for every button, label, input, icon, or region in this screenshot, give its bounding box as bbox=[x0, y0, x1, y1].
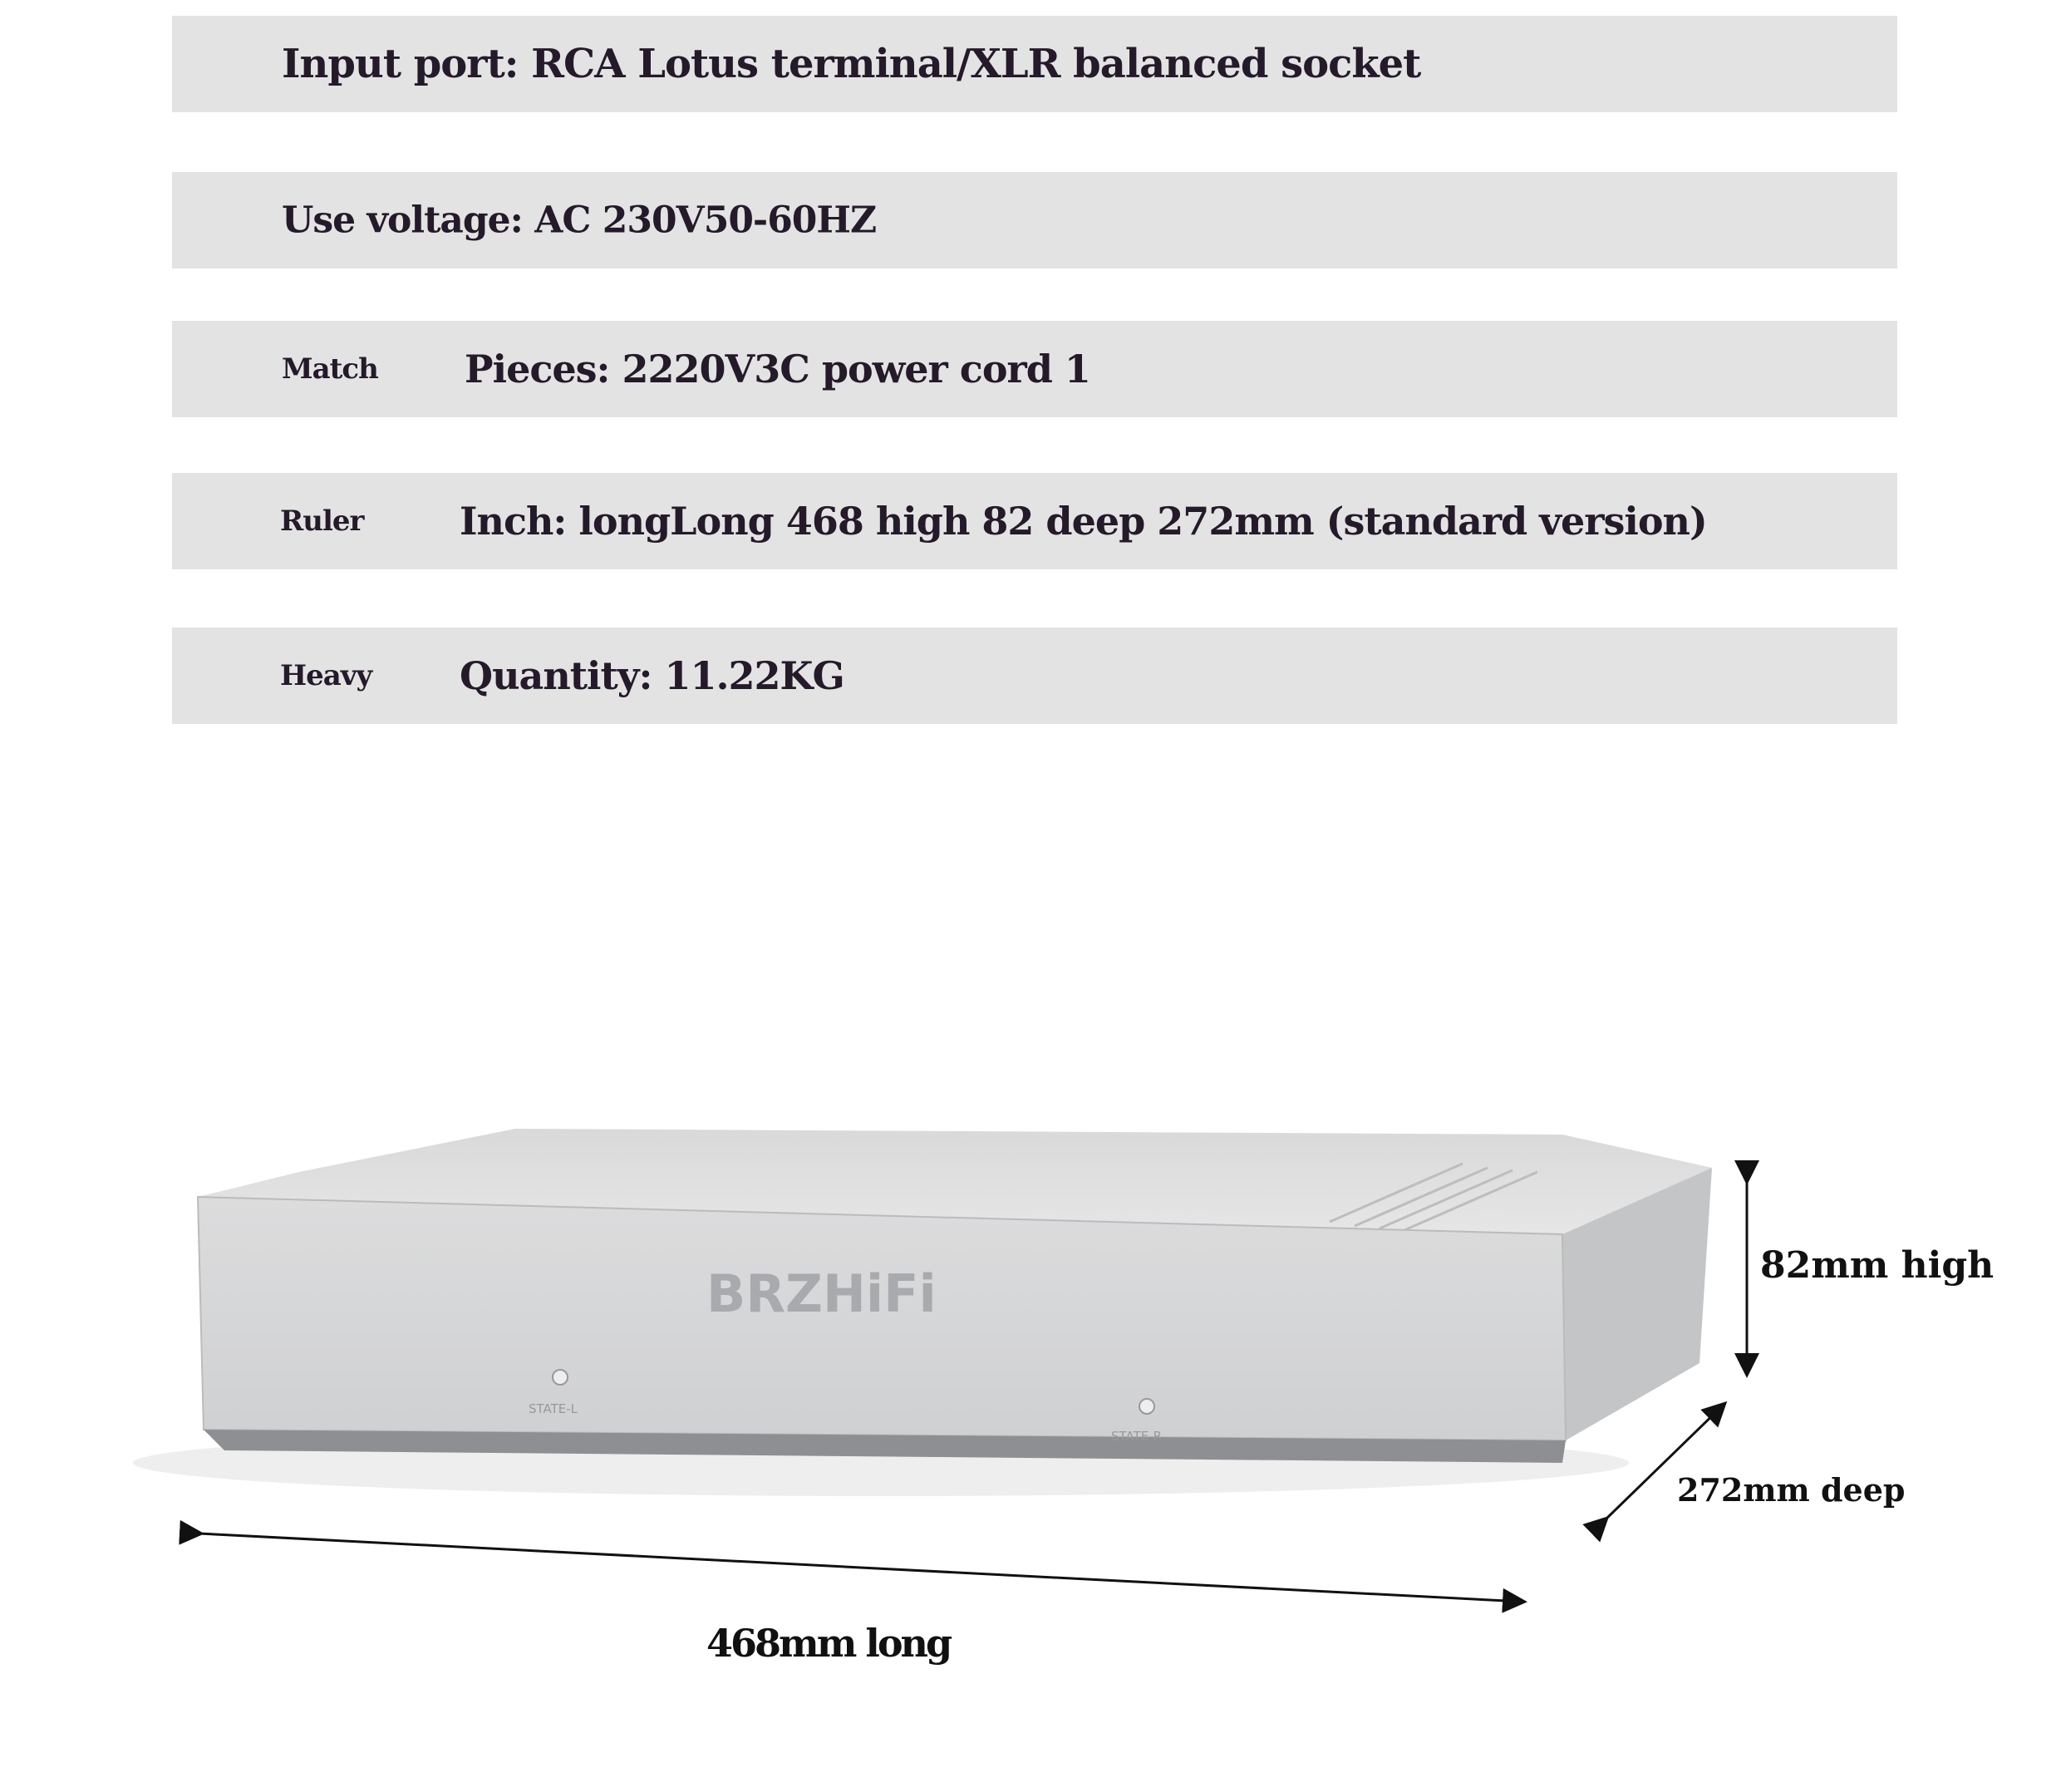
spec-text: Input port: RCA Lotus terminal/XLR balan… bbox=[282, 41, 1421, 87]
length-arrow bbox=[179, 1519, 1527, 1613]
spec-row-ruler: Ruler Inch: longLong 468 high 82 deep 27… bbox=[172, 473, 1897, 569]
led-left-label: STATE-L bbox=[529, 1401, 578, 1416]
height-label: 82mm high bbox=[1760, 1244, 1995, 1287]
depth-arrow bbox=[1582, 1401, 1728, 1543]
device-base bbox=[204, 1430, 1566, 1463]
spec-text: Use voltage: AC 230V50-60HZ bbox=[282, 199, 877, 242]
led-right-label: STATE-R bbox=[1111, 1429, 1162, 1444]
spec-row-input-port: Input port: RCA Lotus terminal/XLR balan… bbox=[172, 16, 1897, 112]
spec-label: Ruler bbox=[280, 505, 364, 538]
depth-label: 272mm deep bbox=[1677, 1471, 1906, 1509]
spec-value: Pieces: 2220V3C power cord 1 bbox=[465, 347, 1091, 391]
device-top bbox=[198, 1129, 1712, 1234]
vent-slots bbox=[1329, 1162, 1538, 1232]
spec-value: Inch: longLong 468 high 82 deep 272mm (s… bbox=[460, 499, 1708, 544]
spec-row-heavy: Heavy Quantity: 11.22KG bbox=[172, 628, 1897, 724]
spec-row-match: Match Pieces: 2220V3C power cord 1 bbox=[172, 321, 1897, 417]
spec-value: Quantity: 11.22KG bbox=[460, 653, 845, 698]
spec-label: Match bbox=[282, 352, 379, 386]
device-side bbox=[1562, 1168, 1712, 1440]
spec-label: Heavy bbox=[280, 659, 372, 692]
led-right-icon bbox=[1139, 1398, 1155, 1415]
length-label: 468mm long bbox=[706, 1621, 952, 1666]
spec-row-voltage: Use voltage: AC 230V50-60HZ bbox=[172, 172, 1897, 268]
brand-logo: BRZHiFi bbox=[706, 1263, 937, 1324]
led-left-icon bbox=[552, 1369, 568, 1386]
